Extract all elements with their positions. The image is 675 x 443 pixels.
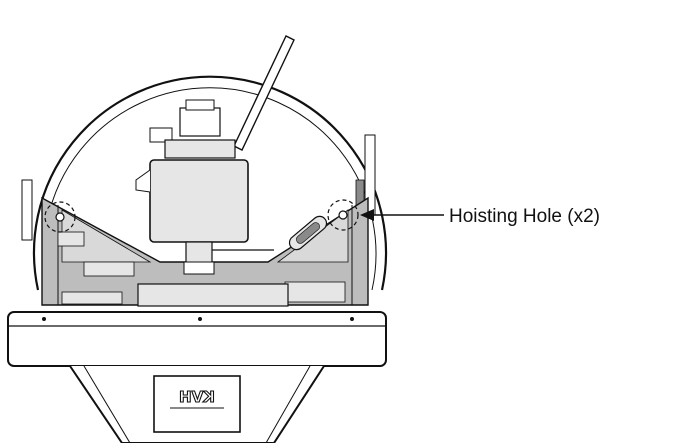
antenna-strut <box>233 35 295 151</box>
callout-leader <box>360 209 444 221</box>
kvh-logo-text: KVH <box>179 388 215 406</box>
callout-label: Hoisting Hole (x2) <box>449 206 600 227</box>
hoisting-hole-left <box>44 201 76 233</box>
radome-base <box>7 311 387 443</box>
antenna-pedestal <box>135 99 274 275</box>
hoisting-hole-right <box>327 199 359 231</box>
logo-plate: KVH <box>153 375 241 433</box>
